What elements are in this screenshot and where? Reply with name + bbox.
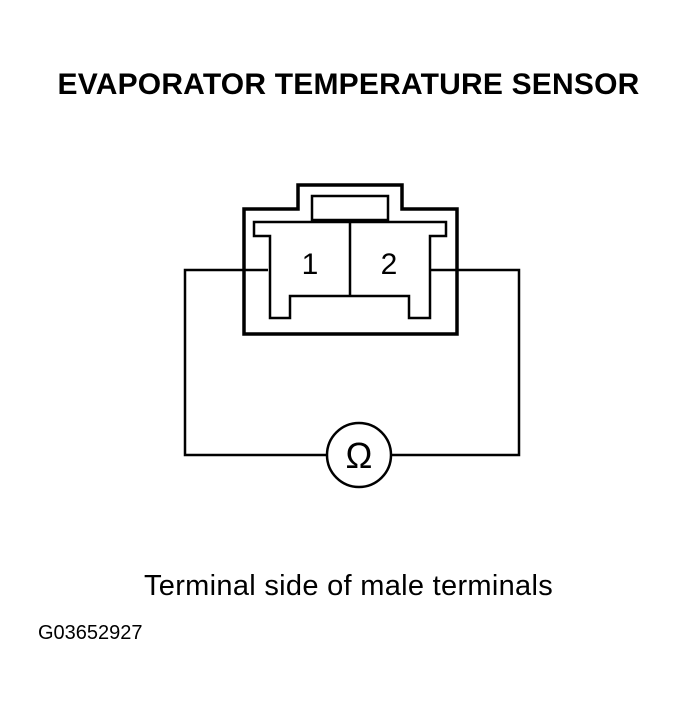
diagram-caption: Terminal side of male terminals (144, 570, 553, 602)
connector-cavity (252, 220, 448, 320)
figure-id: G03652927 (38, 622, 143, 644)
diagram-title: EVAPORATOR TEMPERATURE SENSOR (57, 68, 640, 101)
terminal-1-label: 1 (302, 248, 319, 281)
wire-left (183, 268, 327, 457)
ohmmeter-circle (325, 421, 393, 489)
connector-housing (242, 183, 459, 336)
ohm-symbol: Ω (346, 435, 373, 476)
terminal-2-label: 2 (381, 248, 398, 281)
connector-lock-tab (310, 194, 390, 222)
wire-right (391, 268, 521, 457)
